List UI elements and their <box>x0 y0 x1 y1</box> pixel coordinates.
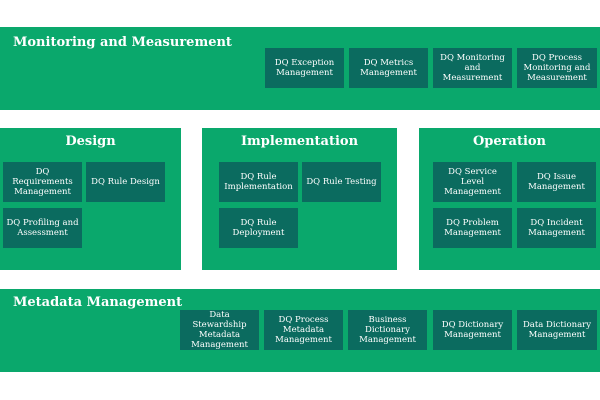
box-dq-rule-deployment: DQ Rule Deployment <box>219 208 298 248</box>
box-dq-incident-management: DQ Incident Management <box>517 208 596 248</box>
monitoring-title: Monitoring and Measurement <box>13 35 232 50</box>
metadata-title: Metadata Management <box>13 295 183 310</box>
design-title: Design <box>65 134 116 149</box>
box-dq-process-metadata-management: DQ Process Metadata Management <box>264 310 343 350</box>
operation-panel: Operation DQ Service Level Management DQ… <box>419 128 600 270</box>
box-business-dictionary-management: Business Dictionary Management <box>348 310 427 350</box>
box-dq-issue-management: DQ Issue Management <box>517 162 596 202</box>
box-data-stewardship-metadata-management: Data Stewardship Metadata Management <box>180 310 259 350</box>
box-data-dictionary-management: Data Dictionary Management <box>517 310 597 350</box>
box-dq-dictionary-management: DQ Dictionary Management <box>433 310 512 350</box>
implementation-title: Implementation <box>240 134 359 149</box>
box-dq-metrics-management: DQ Metrics Management <box>349 48 428 88</box>
design-panel: Design DQ Requirements Management DQ Rul… <box>0 128 181 270</box>
box-dq-service-level-management: DQ Service Level Management <box>433 162 512 202</box>
box-dq-rule-implementation: DQ Rule Implementation <box>219 162 298 202</box>
box-dq-monitoring-measurement: DQ Monitoring and Measurement <box>433 48 512 88</box>
metadata-band: Metadata Management Data Stewardship Met… <box>0 289 600 372</box>
box-dq-rule-testing: DQ Rule Testing <box>302 162 381 202</box>
implementation-panel: Implementation DQ Rule Implementation DQ… <box>202 128 397 270</box>
operation-title: Operation <box>472 134 547 149</box>
box-dq-profiling-assessment: DQ Profiling and Assessment <box>3 208 82 248</box>
box-dq-exception-management: DQ Exception Management <box>265 48 344 88</box>
monitoring-band: Monitoring and Measurement DQ Exception … <box>0 27 600 110</box>
box-dq-rule-design: DQ Rule Design <box>86 162 165 202</box>
box-dq-problem-management: DQ Problem Management <box>433 208 512 248</box>
box-dq-requirements-management: DQ Requirements Management <box>3 162 82 202</box>
box-dq-process-monitoring-measurement: DQ Process Monitoring and Measurement <box>517 48 597 88</box>
